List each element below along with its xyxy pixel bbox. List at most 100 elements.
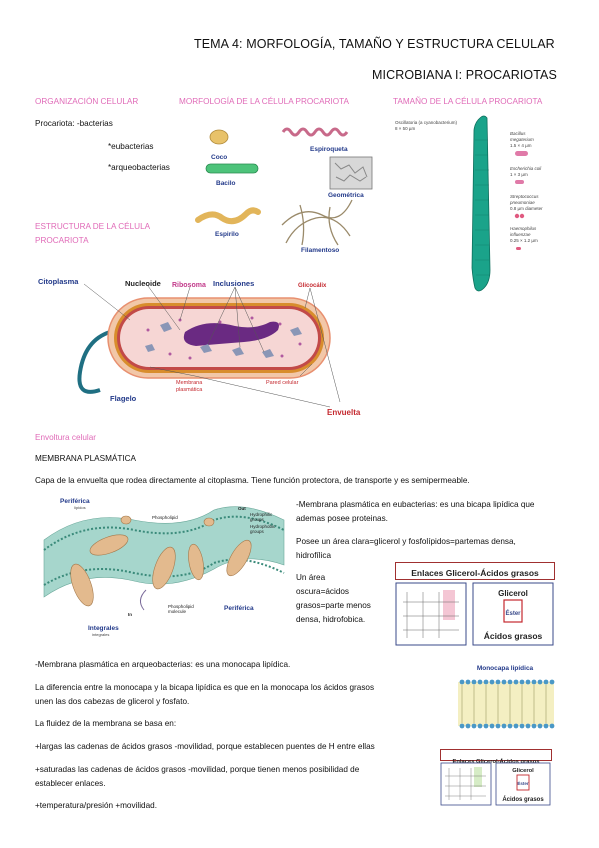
nucleoide-shape: [183, 321, 279, 346]
enlaces-figure: Glicerol Éster Ácidos grasos: [395, 582, 554, 646]
page-subtitle: MICROBIANA I: PROCARIOTAS: [372, 68, 557, 82]
plasmatica-label: plasmática: [176, 387, 203, 393]
eubacteria-text-1a: -Membrana plasmática en eubacterias: es …: [296, 500, 535, 509]
org-line-procariota: Procariota: -bacterias: [35, 119, 113, 128]
hydrophilic-label: Hydrophilic: [250, 512, 273, 517]
glicerol-label: Glicerol: [498, 589, 528, 598]
acidos-label: Ácidos grasos: [484, 631, 543, 641]
arqueo-text-2b: unen las dos cabezas de glicerol y fosfa…: [35, 697, 190, 706]
ester-small-label: Éster: [517, 779, 529, 786]
protein-integral: [70, 563, 94, 607]
bacilo-label: Bacilo: [216, 180, 236, 187]
geometrica-label: Geométrica: [328, 192, 364, 199]
arqueo-text-5b: establecer enlaces.: [35, 779, 106, 788]
haemo-shape: [516, 247, 521, 250]
bacillus-label-2: megaterium: [510, 137, 534, 142]
hydrophilic-groups-label: groups: [250, 517, 265, 522]
enlaces-small-title-box: Enlaces Glicerol-Ácidos grasos: [440, 749, 552, 765]
monocapa-figure: Monocapa lipídica: [458, 665, 555, 729]
out-label: Out: [238, 506, 246, 511]
haemo-size: 0.25 × 1.2 µm: [510, 238, 538, 243]
in-label: In: [128, 612, 132, 617]
phos-mol-label-1: Phospholipid: [168, 604, 194, 609]
inclusion-1: [160, 322, 172, 332]
coco-label: Coco: [211, 154, 227, 161]
hydrophobic-label: Hydrophobic: [250, 524, 276, 529]
arqueo-text-1: -Membrana plasmática en arqueobacterias:…: [35, 660, 291, 669]
eubacteria-text-2b: hidrofílica: [296, 551, 332, 560]
eubacteria-text-3c: grasos=parte menos: [296, 601, 371, 610]
eubacteria-text-1b: ademas posee proteinas.: [296, 514, 388, 523]
arqueo-text-2a: La diferencia entre la monocapa y la bic…: [35, 683, 375, 692]
espirilo-label: Espirilo: [215, 231, 239, 238]
phos-mol-label-2: molecule: [168, 609, 187, 614]
flagelo-label: Flagelo: [110, 394, 137, 403]
monocapa-title: Monocapa lipídica: [477, 665, 534, 672]
cell-diagram: Citoplasma Nucleoide Ribosoma Inclusione…: [38, 277, 361, 417]
strep-label: Streptococcus: [510, 194, 539, 199]
enlaces-small-figure: Glicerol Éster Ácidos grasos: [440, 762, 551, 806]
membrane-heading: MEMBRANA PLASMÁTICA: [35, 454, 136, 463]
ecoli-label: Escherichia coli: [510, 166, 542, 171]
espiroqueta-shape: [281, 127, 349, 137]
section-envoltura: Envoltura celular: [35, 433, 96, 442]
arqueo-text-3: La fluidez de la membrana se basa en:: [35, 719, 177, 728]
inclusiones-label: Inclusiones: [213, 279, 254, 288]
glicerol-small-label: Glicerol: [512, 768, 534, 774]
glicocalix-label: Glicocálix: [298, 283, 327, 289]
integrales-label: Integrales: [88, 625, 119, 632]
section-estructura-line2: PROCARIOTA: [35, 236, 89, 245]
bacillus-label: Bacillus: [510, 131, 526, 136]
arqueo-text-5a: +saturadas las cadenas de ácidos grasos …: [35, 765, 360, 774]
eubacteria-text-3b: oscura=ácidos: [296, 587, 350, 596]
phospholipid-label: Phospholipid: [152, 515, 178, 520]
enlaces-small-title: Enlaces Glicerol-Ácidos grasos: [452, 759, 540, 765]
integrales-small-label: integrales: [92, 632, 109, 637]
periferica-top-label: Periférica: [60, 498, 90, 505]
pared-label: Pared celular: [266, 380, 299, 386]
morphology-figure: Coco Espiroqueta Bacilo Geométrica Espir…: [195, 127, 373, 254]
periferica-bottom-label: Periférica: [224, 605, 254, 612]
size-figure: Oscillatoria (a cyanobacterium) 8 × 50 µ…: [395, 115, 543, 292]
acidos-small-label: Ácidos grasos: [502, 796, 544, 803]
enlaces-title-box: Enlaces Glicerol-Ácidos grasos: [395, 562, 555, 580]
page-title: TEMA 4: MORFOLOGÍA, TAMAÑO Y ESTRUCTURA …: [194, 37, 555, 51]
filamentoso-shape: [281, 199, 353, 246]
section-tamano: TAMAÑO DE LA CÉLULA PROCARIOTA: [393, 97, 543, 106]
ecoli-size: 1 × 3 µm: [510, 172, 528, 177]
section-morfologia: MORFOLOGÍA DE LA CÉLULA PROCARIOTA: [179, 97, 350, 106]
espirilo-shape: [195, 207, 261, 225]
membrane-intro: Capa de la envuelta que rodea directamen…: [35, 476, 470, 485]
strep-size: 0.8 µm diameter: [510, 206, 543, 211]
coco-shape: [209, 129, 229, 145]
arqueo-text-6: +temperatura/presión +movilidad.: [35, 801, 157, 810]
membrana-label: Membrana: [176, 380, 203, 386]
oscillatoria-label: Oscillatoria (a cyanobacterium): [395, 120, 458, 125]
bacillus-shape: [515, 151, 528, 156]
hydrophobic-groups-label: groups: [250, 529, 265, 534]
lipidos-small-label: lípidos: [74, 505, 86, 510]
oscillatoria-size: 8 × 50 µm: [395, 126, 415, 131]
bilayer-figure: Periférica lípidos Phospholipid Out Hydr…: [43, 498, 285, 637]
section-organizacion: ORGANIZACIÓN CELULAR: [35, 97, 139, 106]
espiroqueta-label: Espiroqueta: [310, 146, 348, 153]
eubacteria-text-3d: densa, hidrofobica.: [296, 615, 366, 624]
bacilo-shape: [205, 163, 259, 174]
enlaces-title: Enlaces Glicerol-Ácidos grasos: [411, 568, 539, 578]
flagelo-shape: [77, 330, 111, 394]
haemo-label-2: influenzae: [510, 232, 531, 237]
eubacteria-text-2a: Posee un área clara=glicerol y fosfolípi…: [296, 537, 516, 546]
ester-label: Éster: [505, 609, 521, 617]
ecoli-shape: [515, 180, 524, 184]
bacillus-size: 1.5 × 4 µm: [510, 143, 532, 148]
strep-shape: [519, 213, 525, 219]
ribosoma-label: Ribosoma: [172, 282, 206, 289]
envuelta-label: Envuelta: [327, 408, 361, 417]
nucleoide-label: Nucleoide: [125, 279, 161, 288]
arqueo-text-4: +largas las cadenas de ácidos grasos -mo…: [35, 742, 375, 751]
filamentoso-label: Filamentoso: [301, 247, 339, 254]
eubacteria-text-3a: Un área: [296, 573, 326, 582]
section-estructura-line1: ESTRUCTURA DE LA CÉLULA: [35, 222, 151, 231]
haemo-label: Haemophilus: [510, 226, 537, 231]
citoplasma-label: Citoplasma: [38, 277, 79, 286]
